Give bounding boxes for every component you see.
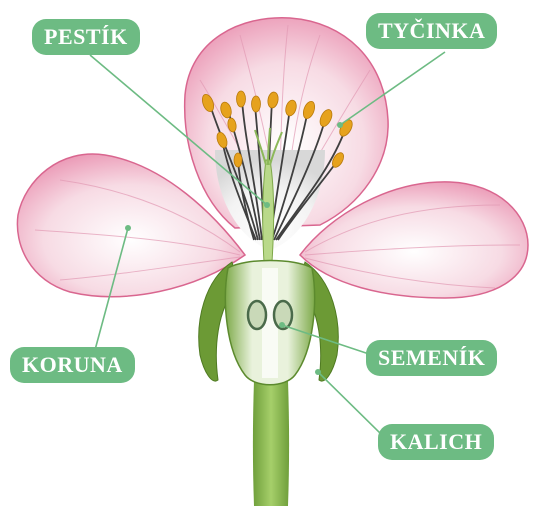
label-koruna: KORUNA [10, 347, 135, 383]
pistil-style [263, 160, 274, 262]
label-pestik: PESTÍK [32, 19, 140, 55]
label-kalich: KALICH [378, 424, 494, 460]
leader-kalich [318, 372, 385, 438]
label-semenik: SEMENÍK [366, 340, 497, 376]
label-tycinka: TYČINKA [366, 13, 497, 49]
